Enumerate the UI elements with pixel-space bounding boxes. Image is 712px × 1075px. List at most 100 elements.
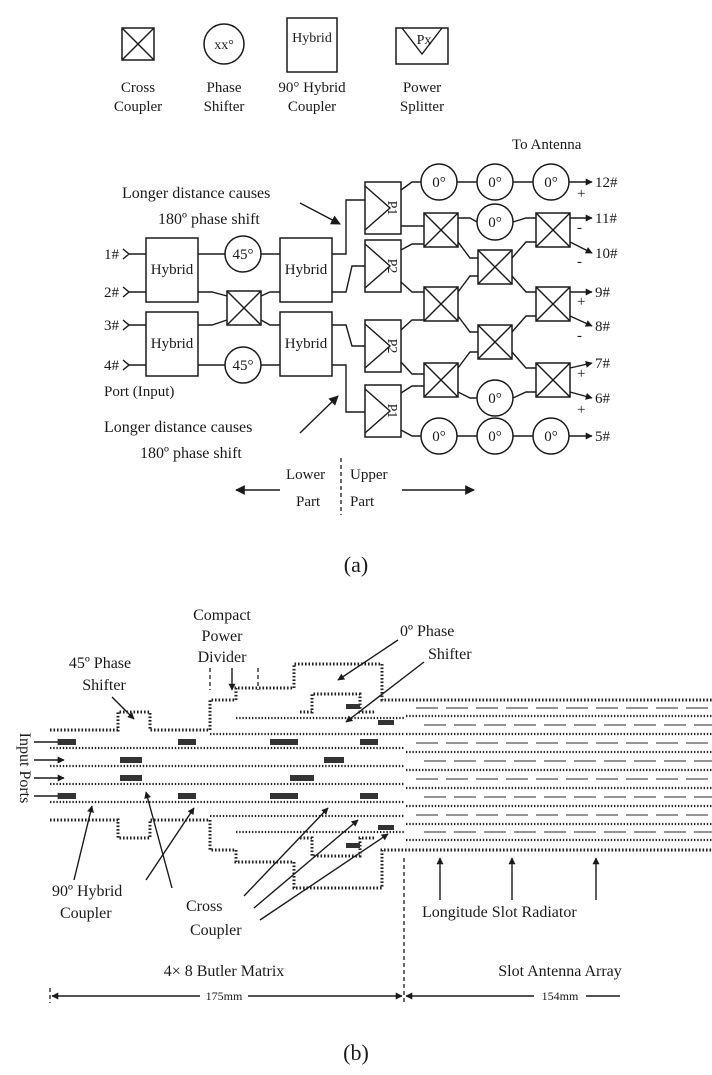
coupler-blocks: [58, 704, 394, 848]
waveguide-rows: [50, 716, 404, 834]
cross-coupler-8: [535, 362, 571, 398]
hybrid-arrow-1: [73, 805, 94, 881]
legend: Cross Coupler xx° Phase Shifter Hybrid 9…: [114, 17, 449, 115]
input-ports: 1# 2# 3# 4#: [104, 247, 146, 374]
phase-0-d: 0°: [476, 203, 514, 241]
input-port-3: 3#: [104, 318, 120, 334]
phase0-shifter-top: [300, 692, 376, 714]
phase45-label-2: Shifter: [82, 677, 126, 694]
input-port-2: 2#: [104, 285, 120, 301]
hybrid-1-label: Hybrid: [151, 262, 194, 278]
hybrid-2-label: Hybrid: [151, 336, 194, 352]
hybrid-1: Hybrid: [145, 237, 199, 303]
phase-0-h: 0°: [532, 417, 570, 455]
wires-splitter-outputs: [400, 181, 424, 437]
sign-6: +: [577, 366, 585, 382]
power-splitter-p2-bottom: P2: [364, 319, 402, 373]
output-port-6: 6#: [595, 391, 611, 407]
sign-7: +: [577, 402, 585, 418]
dim-right: 154mm: [542, 989, 579, 1003]
phase-0-g-label: 0°: [488, 429, 502, 445]
sign-2: -: [577, 220, 582, 236]
slot-antenna-array: [406, 707, 712, 842]
output-port-8: 8#: [595, 319, 611, 335]
input-arrows: [34, 738, 65, 800]
cross-coupler-7: [535, 286, 571, 322]
butler-label: 4× 8 Butler Matrix: [164, 963, 285, 980]
cross-couplers-matrix: [423, 212, 571, 398]
phase-0-d-label: 0°: [488, 215, 502, 231]
hybrid-4: Hybrid: [279, 311, 333, 377]
cross-coupler-2: [423, 286, 459, 322]
legend-cross-coupler: Cross Coupler: [114, 27, 162, 115]
phase-0-h-label: 0°: [544, 429, 558, 445]
upper-part-2: Part: [350, 494, 375, 510]
cross-coupler-1: [423, 212, 459, 248]
upper-part-1: Upper: [350, 467, 388, 483]
output-arrows: [569, 178, 593, 440]
cross-coupler-5: [477, 324, 513, 360]
legend-splitter-label-1: Power: [403, 80, 441, 96]
cross-arrow-1: [243, 807, 329, 897]
output-port-5: 5#: [595, 429, 611, 445]
cross-label-1: Cross: [186, 898, 222, 915]
hybrid-label-1: 90º Hybrid: [52, 883, 122, 900]
port-input-label: Port (Input): [104, 384, 174, 400]
note-top-arrow: [299, 202, 341, 225]
caption-b: (b): [343, 1040, 369, 1065]
cpd-label-3: Divider: [198, 649, 248, 666]
legend-phase-label-2: Shifter: [204, 99, 245, 115]
phase-0-b-label: 0°: [488, 175, 502, 191]
output-ports: 12# 11# 10# 9# 8# 7# 6# 5#: [595, 175, 618, 445]
phase-0-c: 0°: [532, 163, 570, 201]
power-splitter-p1-top: P1: [364, 181, 402, 235]
cross-arrow-3: [259, 833, 389, 921]
cross-arrow-2: [253, 819, 359, 909]
slot-array-label: Slot Antenna Array: [498, 963, 622, 980]
output-port-7: 7#: [595, 356, 611, 372]
note-bottom-line-1: Longer distance causes: [104, 419, 252, 436]
output-port-11: 11#: [595, 211, 617, 227]
phase-0-c-label: 0°: [544, 175, 558, 191]
note-bottom-line-2: 180º phase shift: [140, 445, 242, 462]
cross-coupler-3: [423, 362, 459, 398]
wires-left: [198, 253, 280, 366]
phase-0-e-label: 0°: [488, 391, 502, 407]
input-port-1: 1#: [104, 247, 120, 263]
legend-phase-shifter: xx° Phase Shifter: [203, 23, 245, 115]
phase0-label-1: 0º Phase: [400, 623, 454, 640]
sign-3: -: [577, 254, 582, 270]
legend-phase-label-1: Phase: [207, 80, 242, 96]
phase-0-f-label: 0°: [432, 429, 446, 445]
output-port-10: 10#: [595, 246, 618, 262]
legend-cross-label-2: Coupler: [114, 99, 162, 115]
cpd-label-1: Compact: [193, 607, 251, 624]
legend-hybrid-symbol: Hybrid: [292, 31, 332, 46]
note-top-line-1: Longer distance causes: [122, 185, 270, 202]
phase-0-a: 0°: [420, 163, 458, 201]
legend-splitter-label-2: Splitter: [400, 99, 444, 115]
hybrid-arrow-2: [145, 807, 195, 881]
hybrid-3: Hybrid: [279, 237, 333, 303]
legend-hybrid-label-2: Coupler: [288, 99, 336, 115]
cross-coupler-6: [535, 212, 571, 248]
phase0-arrow-2: [345, 661, 425, 723]
hybrid-arrow-3: [144, 791, 173, 889]
power-splitter-p1-bottom: P1: [364, 384, 402, 438]
phase-45-bottom-label: 45°: [233, 358, 254, 374]
legend-cross-label-1: Cross: [121, 80, 155, 96]
splitter-p1-bottom-label: P1: [384, 404, 399, 419]
slot-label: Longitude Slot Radiator: [422, 904, 577, 921]
dim-left: 175mm: [206, 989, 243, 1003]
hybrid-label-2: Coupler: [60, 905, 112, 922]
note-bottom-arrow: [299, 395, 339, 434]
sign-5: -: [577, 328, 582, 344]
sign-1: +: [577, 186, 585, 202]
phase-shifter-45-bottom: 45°: [224, 346, 262, 384]
schematic-a: To Antenna Longer distance causes 180º p…: [104, 137, 618, 577]
wires-to-splitters: [332, 199, 365, 413]
legend-power-splitter: Px Power Splitter: [395, 27, 449, 115]
power-splitter-p2-top: P2: [364, 239, 402, 293]
phase45-arrow: [111, 696, 135, 720]
